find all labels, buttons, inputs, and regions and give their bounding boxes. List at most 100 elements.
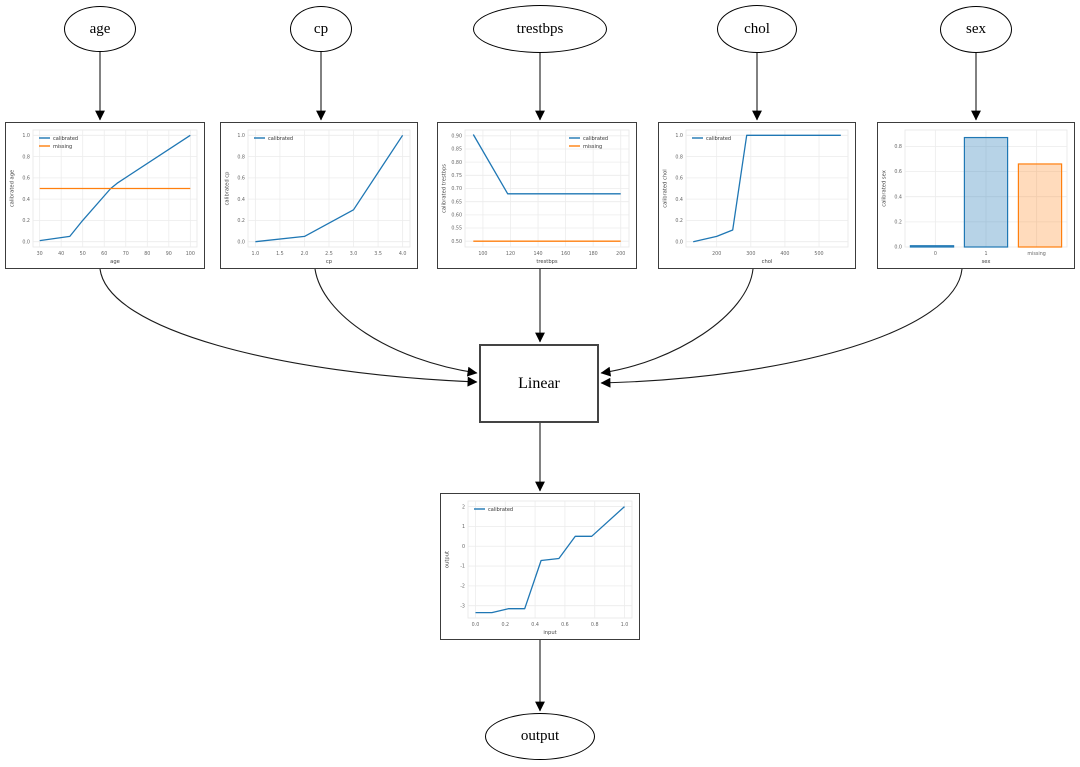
svg-text:2.5: 2.5 <box>325 251 333 257</box>
node-cp-label: cp <box>313 20 329 37</box>
svg-text:trestbps: trestbps <box>536 259 558 265</box>
svg-text:calibrated cp: calibrated cp <box>225 171 231 206</box>
svg-text:chol: chol <box>762 259 773 265</box>
svg-text:1.0: 1.0 <box>22 133 30 139</box>
svg-text:1.0: 1.0 <box>621 622 629 628</box>
svg-text:0.90: 0.90 <box>451 133 462 139</box>
svg-text:140: 140 <box>533 251 542 257</box>
svg-text:0.75: 0.75 <box>451 173 462 179</box>
svg-text:80: 80 <box>144 251 150 257</box>
svg-text:calibrated age: calibrated age <box>10 170 16 207</box>
svg-text:missing: missing <box>1027 251 1045 257</box>
svg-text:30: 30 <box>37 251 43 257</box>
svg-text:0.6: 0.6 <box>561 622 569 628</box>
svg-text:0.50: 0.50 <box>451 239 462 245</box>
svg-text:0.0: 0.0 <box>22 239 30 245</box>
svg-text:0.8: 0.8 <box>591 622 599 628</box>
node-trestbps: trestbps <box>473 5 607 53</box>
svg-text:-1: -1 <box>460 564 465 570</box>
svg-text:0.6: 0.6 <box>894 169 902 175</box>
svg-text:0.8: 0.8 <box>675 154 683 160</box>
svg-text:120: 120 <box>506 251 515 257</box>
svg-text:4.0: 4.0 <box>399 251 407 257</box>
node-trestbps-label: trestbps <box>516 20 564 37</box>
svg-text:0.4: 0.4 <box>894 194 902 200</box>
svg-text:0.8: 0.8 <box>237 154 245 160</box>
svg-text:calibrated chol: calibrated chol <box>663 169 669 207</box>
svg-text:0.55: 0.55 <box>451 226 462 232</box>
svg-text:0.8: 0.8 <box>894 144 902 150</box>
svg-text:-2: -2 <box>460 584 465 590</box>
svg-text:300: 300 <box>746 251 755 257</box>
node-linear-label: Linear <box>518 374 560 392</box>
node-output-label: output <box>520 728 560 744</box>
svg-text:0.80: 0.80 <box>451 160 462 166</box>
svg-text:output: output <box>445 551 451 568</box>
svg-text:0.4: 0.4 <box>675 197 683 203</box>
svg-text:calibrated sex: calibrated sex <box>882 170 888 207</box>
svg-text:cp: cp <box>326 259 333 265</box>
svg-text:age: age <box>110 259 120 265</box>
svg-text:0.0: 0.0 <box>894 245 902 251</box>
svg-text:input: input <box>543 630 556 636</box>
svg-text:1.0: 1.0 <box>675 133 683 139</box>
svg-text:0.0: 0.0 <box>472 622 480 628</box>
node-chol: chol <box>717 5 797 53</box>
edge-age-calibrator-to-linear <box>99 268 478 387</box>
svg-text:160: 160 <box>561 251 570 257</box>
svg-text:100: 100 <box>478 251 487 257</box>
node-age-label: age <box>89 20 111 37</box>
svg-text:1.0: 1.0 <box>237 133 245 139</box>
svg-text:sex: sex <box>982 259 991 265</box>
svg-text:3.5: 3.5 <box>374 251 382 257</box>
svg-text:calibrated: calibrated <box>488 507 513 513</box>
edge-chol-calibrator-to-linear <box>600 268 754 377</box>
svg-text:0.2: 0.2 <box>894 220 902 226</box>
svg-text:0.65: 0.65 <box>451 199 462 205</box>
svg-text:400: 400 <box>780 251 789 257</box>
node-chol-label: chol <box>744 20 770 37</box>
svg-text:500: 500 <box>814 251 823 257</box>
node-sex: sex <box>940 6 1012 53</box>
svg-text:70: 70 <box>123 251 129 257</box>
node-age: age <box>64 6 136 52</box>
svg-text:0.6: 0.6 <box>675 176 683 182</box>
svg-text:0.4: 0.4 <box>237 197 245 203</box>
svg-text:3.0: 3.0 <box>350 251 358 257</box>
svg-text:0.70: 0.70 <box>451 186 462 192</box>
svg-text:calibrated trestbps: calibrated trestbps <box>442 164 448 213</box>
node-output: output <box>485 713 595 760</box>
svg-text:-3: -3 <box>460 603 465 609</box>
svg-text:calibrated: calibrated <box>268 136 293 142</box>
edge-sex-calibrator-to-linear <box>600 268 963 388</box>
svg-text:0.2: 0.2 <box>675 218 683 224</box>
svg-text:calibrated: calibrated <box>706 136 731 142</box>
svg-text:60: 60 <box>101 251 107 257</box>
svg-text:100: 100 <box>186 251 195 257</box>
svg-text:90: 90 <box>166 251 172 257</box>
svg-text:0.8: 0.8 <box>22 154 30 160</box>
svg-text:0.2: 0.2 <box>501 622 509 628</box>
svg-text:180: 180 <box>589 251 598 257</box>
svg-text:200: 200 <box>712 251 721 257</box>
svg-text:0.6: 0.6 <box>22 176 30 182</box>
svg-text:1: 1 <box>462 524 465 530</box>
svg-text:0.4: 0.4 <box>22 197 30 203</box>
svg-text:40: 40 <box>58 251 64 257</box>
svg-text:0.6: 0.6 <box>237 176 245 182</box>
svg-text:calibrated: calibrated <box>53 136 78 142</box>
svg-text:0.2: 0.2 <box>237 218 245 224</box>
